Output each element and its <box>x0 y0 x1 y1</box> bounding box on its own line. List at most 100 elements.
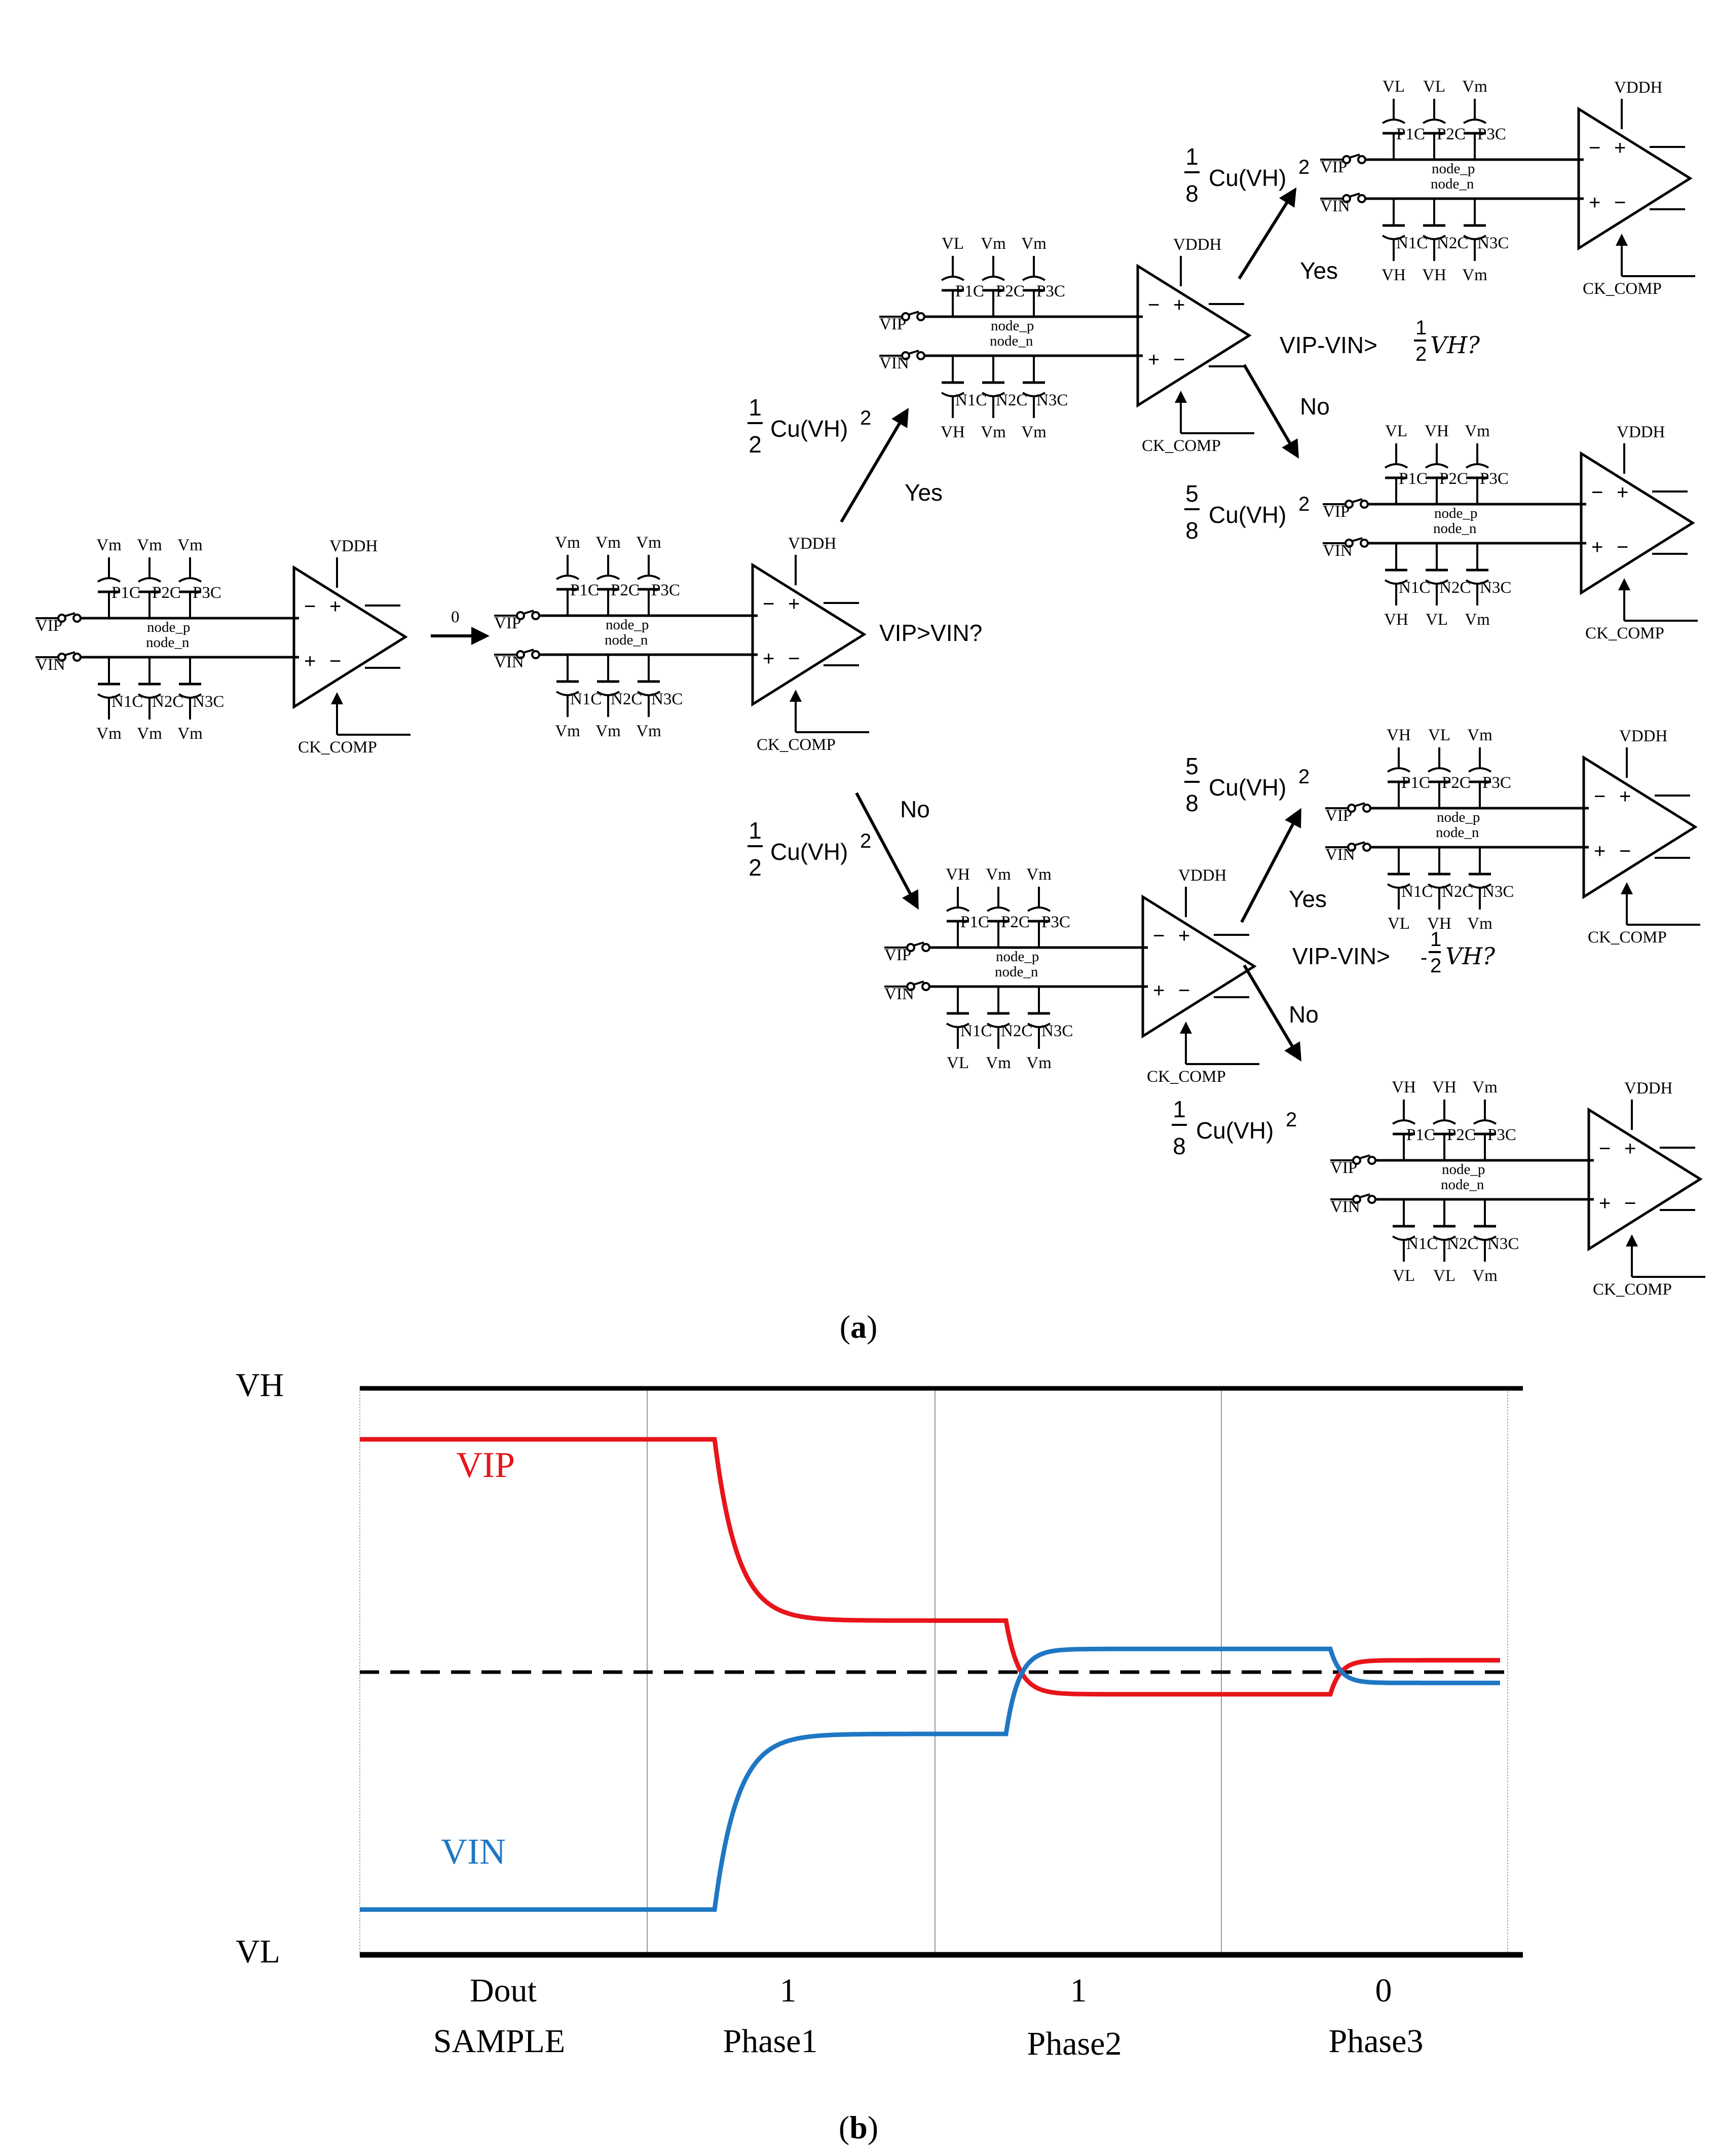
energy-zero-label: 0 <box>451 608 460 626</box>
svg-text:VH?: VH? <box>1445 942 1495 970</box>
comp-plus-top: + <box>1173 294 1185 316</box>
cap-bottom-drive-3: Vm <box>1462 266 1487 284</box>
decision-gt-half: VIP-VIN> 1 2 VH? <box>1280 317 1480 365</box>
cap-bottom-name-3: N3C <box>1041 1022 1073 1040</box>
node-n-label: node_n <box>995 964 1038 980</box>
vddh-label: VDDH <box>1617 423 1665 441</box>
comparator <box>1587 1107 1703 1252</box>
cap-top-drive-1: VL <box>942 235 964 253</box>
caption-b: (b) <box>839 2109 878 2145</box>
tree-arrows <box>431 187 1302 1062</box>
svg-text:1: 1 <box>1415 317 1427 339</box>
svg-text:8: 8 <box>1185 517 1199 544</box>
cap-bottom-drive-3: Vm <box>1021 423 1047 441</box>
cap-top-name-1: P1C <box>955 282 984 300</box>
svg-text:Cu(VH): Cu(VH) <box>770 415 848 442</box>
cap-bottom-name-1: N1C <box>570 690 602 708</box>
stage-s3_nn: VIPVINnode_pnode_nVHP1CVLN1CVHP2CVLN2CVm… <box>1330 1078 1705 1299</box>
energy-half-upper: 1 2 Cu(VH) 2 <box>748 394 871 458</box>
comp-minus-bottom: − <box>1178 979 1190 1002</box>
ck-comp-label: CK_COMP <box>1583 280 1662 298</box>
cap-top-name-1: P1C <box>570 581 599 599</box>
cap-bottom-name-2: N2C <box>996 391 1027 409</box>
vip-series-label: VIP <box>456 1445 515 1485</box>
node-n-label: node_n <box>146 634 190 651</box>
energy-five-eighths-b: 5 8 Cu(VH) 2 <box>1184 753 1310 816</box>
yes-label-1: Yes <box>905 479 943 506</box>
cap-top-name-1: P1C <box>111 584 140 602</box>
cap-bottom-drive-3: Vm <box>1472 1267 1498 1285</box>
comparator <box>1580 451 1695 595</box>
node-n-label: node_n <box>1441 1177 1484 1193</box>
svg-text:VIP-VIN>: VIP-VIN> <box>1292 943 1390 969</box>
vip-trace <box>360 1437 1500 1697</box>
comp-plus-top: + <box>1178 925 1190 947</box>
svg-text:1: 1 <box>1185 143 1199 170</box>
comp-minus-top: − <box>1148 294 1160 316</box>
comp-plus-top: + <box>1619 785 1631 808</box>
cap-top-drive-3: Vm <box>636 534 661 552</box>
comp-minus-bottom: − <box>1617 536 1628 558</box>
cap-bottom-name-2: N2C <box>1437 234 1468 252</box>
cap-bottom-drive-1: VH <box>1382 266 1406 284</box>
cap-bottom-name-2: N2C <box>611 690 642 708</box>
yes-label-3: Yes <box>1289 886 1327 912</box>
cap-bottom-drive-2: VH <box>1427 915 1451 933</box>
cap-top-drive-3: Vm <box>1465 422 1490 440</box>
cap-top-drive-3: Vm <box>177 536 203 554</box>
cap-top-drive-2: Vm <box>986 865 1011 884</box>
cap-bottom-name-3: N3C <box>1036 391 1068 409</box>
comparator <box>1141 894 1257 1039</box>
cap-bottom-name-1: N1C <box>1396 234 1428 252</box>
cap-top-drive-2: VL <box>1423 78 1445 96</box>
cap-bottom-drive-1: VL <box>1388 915 1410 933</box>
decision-gt-minus-half: VIP-VIN> - 1 2 VH? <box>1292 928 1495 977</box>
node-p-label: node_p <box>1434 505 1477 521</box>
cap-bottom-drive-2: Vm <box>595 722 621 740</box>
cap-bottom-drive-2: VL <box>1426 611 1448 629</box>
cap-bottom-drive-2: Vm <box>986 1054 1011 1072</box>
comp-plus-top: + <box>788 593 800 615</box>
node-p-label: node_p <box>1442 1161 1485 1178</box>
comparator <box>292 565 408 709</box>
stage-s2_no: VIPVINnode_pnode_nVHP1CVLN1CVmP2CVmN2CVm… <box>884 865 1259 1086</box>
node-n-label: node_n <box>1436 824 1479 841</box>
cap-top-name-3: P3C <box>1036 282 1065 300</box>
cap-bottom-drive-2: VH <box>1422 266 1446 284</box>
yes-label-2: Yes <box>1300 257 1338 284</box>
svg-text:2: 2 <box>1298 766 1310 788</box>
cap-bottom-drive-2: Vm <box>981 423 1006 441</box>
cap-top-name-1: P1C <box>960 913 989 931</box>
no-label-3: No <box>1289 1001 1319 1028</box>
node-n-label: node_n <box>1431 176 1474 192</box>
vin-series-label: VIN <box>441 1831 506 1872</box>
svg-text:1: 1 <box>749 817 762 844</box>
svg-text:2: 2 <box>1415 343 1427 365</box>
cap-bottom-name-3: N3C <box>1487 1235 1519 1253</box>
svg-text:8: 8 <box>1173 1133 1186 1159</box>
no-label-1: No <box>900 796 930 822</box>
comparator <box>1577 106 1693 251</box>
cap-bottom-name-3: N3C <box>193 693 224 711</box>
vddh-label: VDDH <box>1614 79 1662 97</box>
vddh-label: VDDH <box>1619 727 1667 745</box>
comp-minus-top: − <box>1599 1138 1611 1160</box>
stage-s3_yn: VIPVINnode_pnode_nVLP1CVHN1CVHP2CVLN2CVm… <box>1323 422 1698 642</box>
cap-bottom-name-2: N2C <box>1439 579 1471 597</box>
tree-labels: 0 VIP>VIN? 1 2 Cu(VH) 2 Yes 1 2 Cu(VH) 2… <box>451 143 1495 1159</box>
node-p-label: node_p <box>606 617 649 633</box>
comparator <box>751 562 867 707</box>
decision-vip-gt-vin: VIP>VIN? <box>879 620 982 646</box>
svg-text:8: 8 <box>1185 790 1199 816</box>
comparator <box>1582 755 1698 899</box>
svg-text:1: 1 <box>1173 1096 1186 1122</box>
stage-s3_yy: VIPVINnode_pnode_nVLP1CVHN1CVLP2CVHN2CVm… <box>1320 78 1695 298</box>
vin-input-label: VIN <box>35 656 65 674</box>
energy-half-lower: 1 2 Cu(VH) 2 <box>748 817 871 881</box>
vin-input-label: VIN <box>1325 846 1355 864</box>
cap-top-name-1: P1C <box>1399 470 1428 488</box>
vin-input-label: VIN <box>1320 197 1350 215</box>
cap-bottom-name-1: N1C <box>1401 883 1433 901</box>
node-n-label: node_n <box>1433 520 1477 537</box>
comp-plus-bottom: + <box>763 648 774 670</box>
